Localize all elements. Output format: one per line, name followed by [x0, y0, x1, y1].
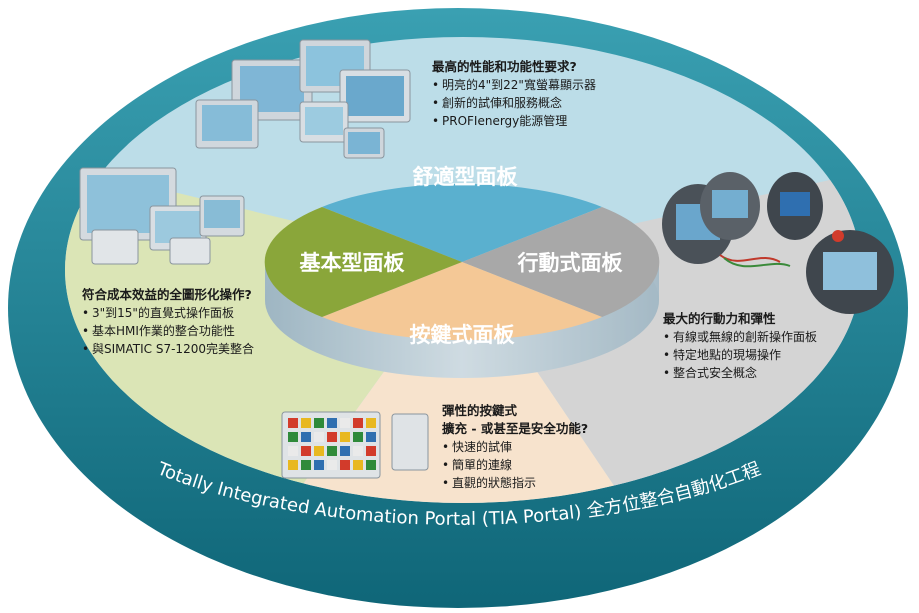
- basic-panels-image: [79, 167, 245, 265]
- key-button-illustration: [327, 446, 337, 456]
- pie-label-key: 按鍵式面板: [410, 323, 516, 347]
- mobile-bullet: 整合式安全概念: [663, 364, 817, 382]
- mobile-bullet: 特定地點的現場操作: [663, 346, 817, 364]
- key-title: 彈性的按鍵式: [442, 403, 518, 418]
- pie-segment-comfort: [322, 183, 602, 262]
- key-button-illustration: [288, 446, 298, 456]
- comfort-text-block: 最高的性能和功能性要求? 明亮的4"到22"寬螢幕顯示器 創新的試俥和服務概念 …: [432, 58, 596, 130]
- key-button-illustration: [327, 432, 337, 442]
- key-bullet: 直觀的狀態指示: [442, 474, 588, 492]
- key-button-illustration: [366, 418, 376, 428]
- key-button-illustration: [353, 460, 363, 470]
- mobile-title: 最大的行動力和彈性: [663, 311, 776, 326]
- key-button-illustration: [340, 446, 350, 456]
- key-button-illustration: [366, 432, 376, 442]
- comfort-bullet: 創新的試俥和服務概念: [432, 94, 596, 112]
- key-button-illustration: [353, 418, 363, 428]
- comfort-panels-image: [195, 39, 411, 159]
- pie-segment-key: [322, 262, 602, 341]
- pie-segment-basic: [264, 207, 462, 317]
- mobile-text-block: 最大的行動力和彈性 有線或無線的創新操作面板 特定地點的現場操作 整合式安全概念: [663, 310, 817, 382]
- key-button-illustration: [327, 460, 337, 470]
- key-button-illustration: [327, 418, 337, 428]
- mobile-bullet: 有線或無線的創新操作面板: [663, 328, 817, 346]
- comfort-title: 最高的性能和功能性要求?: [432, 59, 577, 74]
- key-button-illustration: [301, 418, 311, 428]
- key-button-illustration: [340, 460, 350, 470]
- key-button-illustration: [340, 418, 350, 428]
- basic-bullet: 基本HMI作業的整合功能性: [82, 322, 254, 340]
- key-bullet: 簡單的連線: [442, 456, 588, 474]
- key-button-illustration: [353, 432, 363, 442]
- key-subtitle: 擴充 - 或甚至是安全功能?: [442, 421, 589, 436]
- comfort-bullet: PROFIenergy能源管理: [432, 112, 596, 130]
- key-text-block: 彈性的按鍵式 擴充 - 或甚至是安全功能? 快速的試俥 簡單的連線 直觀的狀態指…: [442, 402, 588, 492]
- center-pie: 舒適型面板 行動式面板 按鍵式面板 基本型面板: [264, 165, 660, 378]
- key-bullet: 快速的試俥: [442, 438, 588, 456]
- key-button-illustration: [314, 446, 324, 456]
- key-button-illustration: [301, 446, 311, 456]
- key-button-illustration: [353, 446, 363, 456]
- comfort-bullet: 明亮的4"到22"寬螢幕顯示器: [432, 76, 596, 94]
- pie-label-mobile: 行動式面板: [517, 251, 624, 275]
- basic-title: 符合成本效益的全圖形化操作?: [82, 287, 252, 302]
- key-button-illustration: [366, 446, 376, 456]
- basic-bullet: 與SIMATIC S7-1200完美整合: [82, 340, 254, 358]
- key-button-illustration: [314, 432, 324, 442]
- basic-bullet: 3"到15"的直覺式操作面板: [82, 304, 254, 322]
- mobile-panels-image: [662, 172, 894, 314]
- pie-segment-mobile: [462, 207, 660, 317]
- key-button-illustration: [301, 460, 311, 470]
- key-button-illustration: [301, 432, 311, 442]
- key-button-illustration: [314, 418, 324, 428]
- key-button-illustration: [288, 432, 298, 442]
- key-button-illustration: [366, 460, 376, 470]
- pie-label-basic: 基本型面板: [300, 251, 406, 275]
- key-button-illustration: [314, 460, 324, 470]
- key-button-illustration: [288, 460, 298, 470]
- key-panels-image: [281, 411, 429, 479]
- key-button-illustration: [340, 432, 350, 442]
- pie-label-comfort: 舒適型面板: [413, 165, 519, 189]
- key-button-illustration: [288, 418, 298, 428]
- basic-text-block: 符合成本效益的全圖形化操作? 3"到15"的直覺式操作面板 基本HMI作業的整合…: [82, 286, 254, 358]
